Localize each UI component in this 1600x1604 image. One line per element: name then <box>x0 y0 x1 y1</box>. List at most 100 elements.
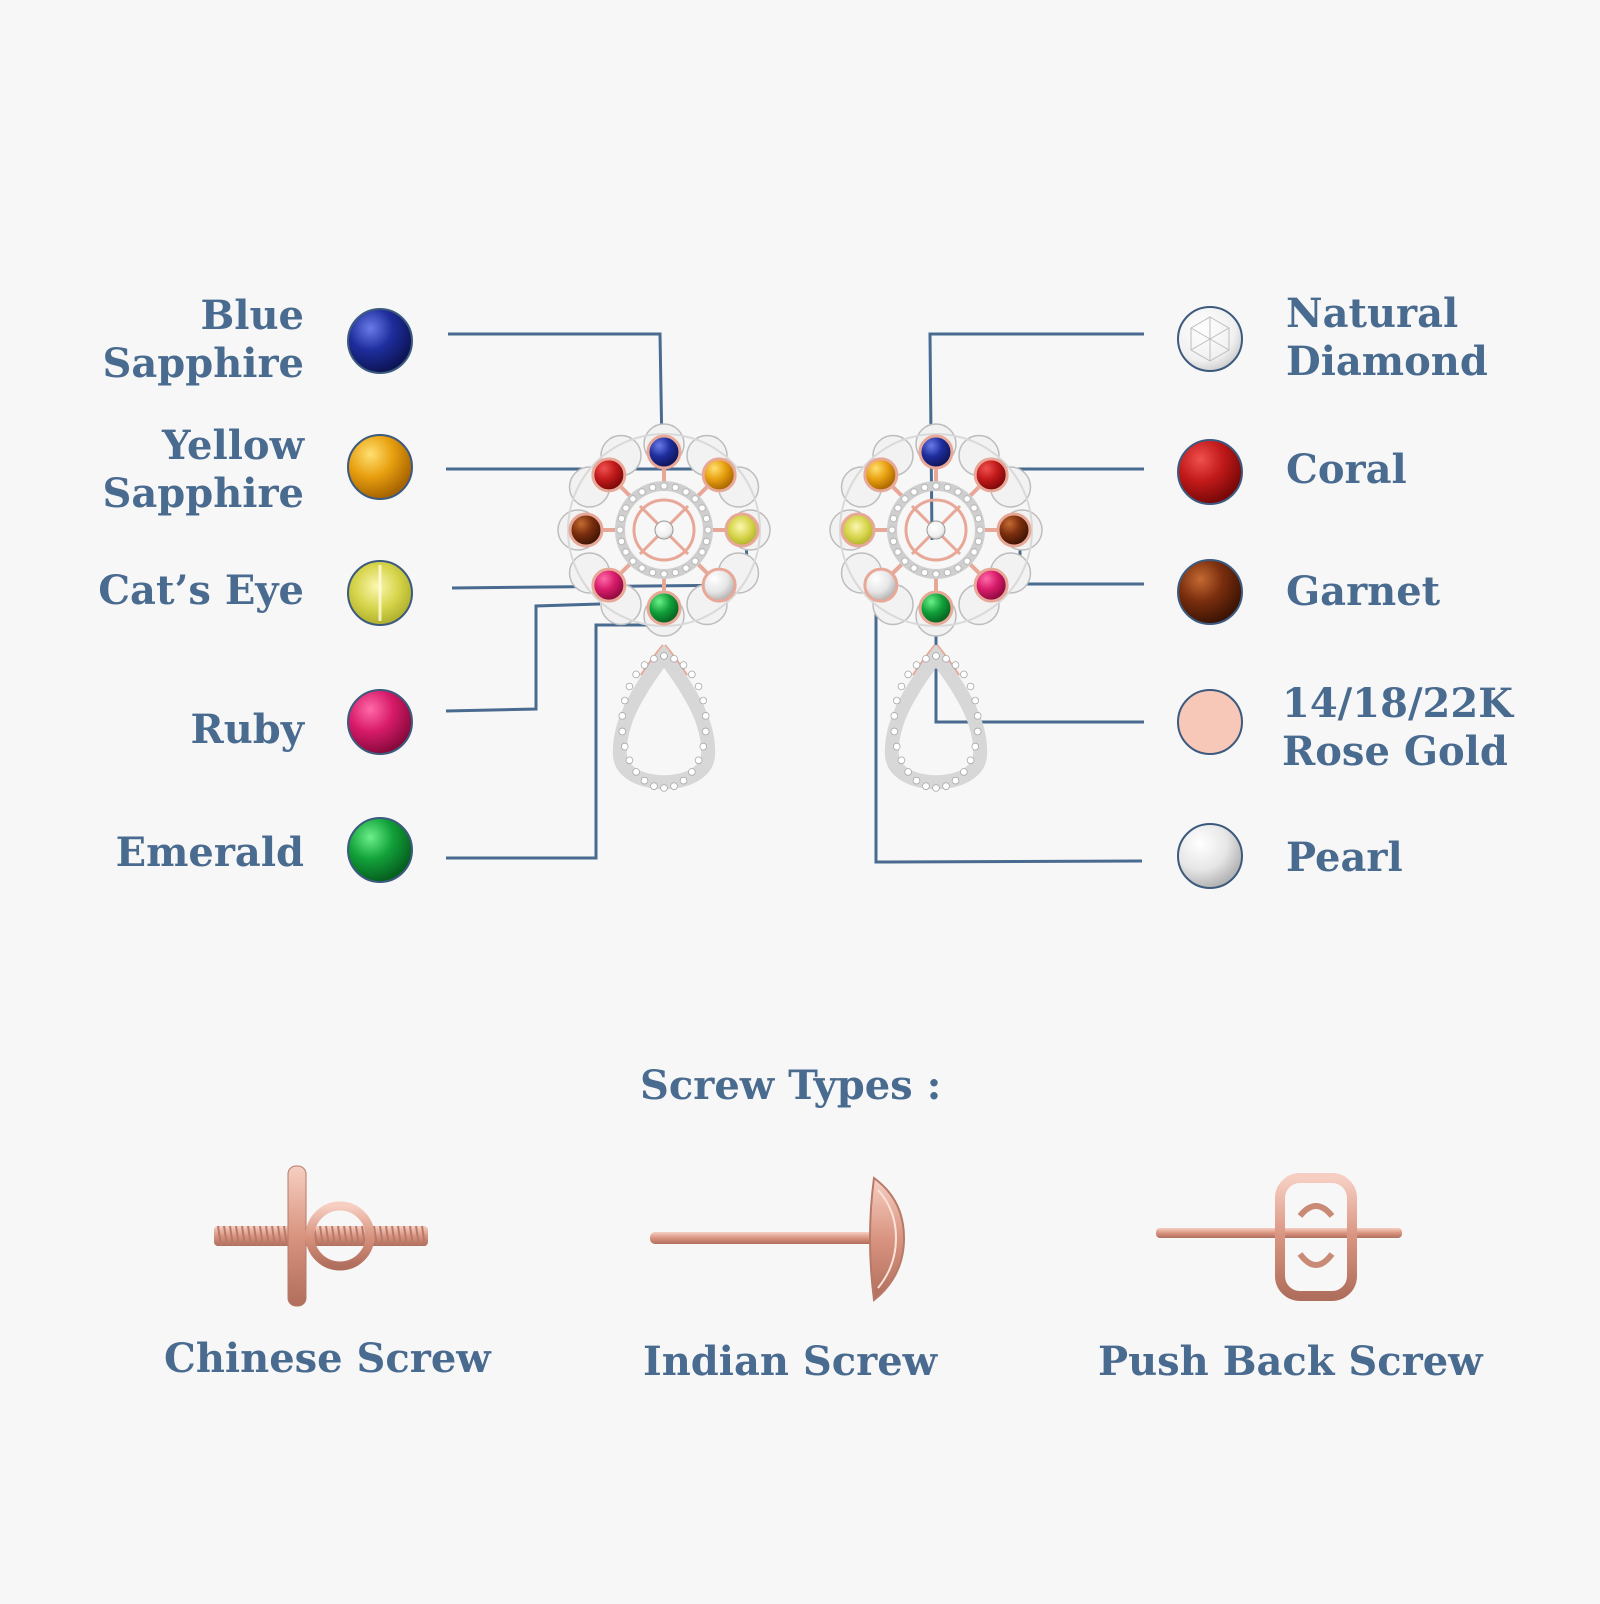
screw-thread <box>259 1225 264 1247</box>
halo-diamond <box>963 557 971 565</box>
halo-diamond <box>704 526 712 534</box>
center-ring <box>632 498 696 562</box>
halo-diamond <box>671 483 679 492</box>
drop-diamond <box>618 712 627 720</box>
right-earring-illustration <box>829 423 1043 792</box>
center-ring <box>904 498 968 562</box>
drop-diamond <box>971 742 980 751</box>
pearl-stone <box>701 567 737 603</box>
label-garnet: Garnet <box>1286 568 1440 616</box>
halo-diamond <box>943 568 951 577</box>
drop-diamond <box>650 654 658 663</box>
blue-sapphire-swatch <box>347 308 413 374</box>
drop-diamond <box>632 768 640 776</box>
emerald-stone <box>918 590 954 626</box>
drop-diamond <box>694 682 703 691</box>
label-line: Pearl <box>1286 834 1403 881</box>
drop-diamond <box>625 756 634 765</box>
drop-diamond <box>701 712 710 720</box>
screw-thread <box>379 1225 384 1247</box>
halo-diamond <box>691 495 699 503</box>
halo-diamond <box>889 515 898 523</box>
screw-thread <box>319 1225 324 1247</box>
screw-thread <box>409 1225 414 1247</box>
label-natural-diamond: Natural Diamond <box>1286 290 1488 386</box>
screw-thread <box>337 1225 342 1247</box>
drop-diamond <box>932 652 940 660</box>
halo-diamond <box>698 548 706 556</box>
label-line: Ruby <box>190 706 304 753</box>
label-ruby: Ruby <box>190 706 304 754</box>
halo-diamond <box>889 537 898 545</box>
drop-diamond <box>951 661 960 669</box>
drop-diamond <box>618 727 627 736</box>
drop-diamond <box>688 670 696 679</box>
halo-diamond <box>698 504 706 512</box>
drop-diamond <box>973 727 982 736</box>
label-pearl: Pearl <box>1286 834 1403 882</box>
label-line: Yellow <box>161 422 304 469</box>
halo-diamond <box>894 504 902 512</box>
drop-diamond <box>960 670 968 679</box>
screw-thread <box>361 1225 366 1247</box>
leader-ruby <box>445 602 601 713</box>
halo-diamond <box>932 482 940 490</box>
drop-diamond <box>904 768 912 776</box>
leader-lines <box>445 332 1144 864</box>
drop-diamond <box>679 776 688 785</box>
garnet-swatch <box>1177 559 1243 625</box>
halo-diamond <box>970 548 978 556</box>
screw-thread <box>343 1225 348 1247</box>
drop-diamond <box>922 654 930 663</box>
halo-diamond <box>910 488 918 496</box>
drop-diamond <box>699 696 708 705</box>
label-line: Coral <box>1286 446 1407 493</box>
label-line: Rose Gold <box>1282 728 1508 775</box>
label-rose-gold: 14/18/22K Rose Gold <box>1282 680 1513 776</box>
screw-thread <box>331 1225 336 1247</box>
drop-diamond <box>625 682 634 691</box>
halo-diamond <box>629 495 637 503</box>
halo-diamond <box>649 483 657 492</box>
drop-diamond <box>966 682 975 691</box>
halo-diamond <box>682 564 690 572</box>
blue-stone <box>646 434 682 470</box>
label-blue-sapphire: Blue Sapphire <box>102 292 304 388</box>
label-line: Diamond <box>1286 338 1488 385</box>
halo-diamond <box>617 537 626 545</box>
ruby-stone <box>591 567 627 603</box>
drop-diamond <box>890 712 899 720</box>
screw-thread <box>235 1225 240 1247</box>
screw-thread <box>391 1225 396 1247</box>
label-line: Sapphire <box>102 470 304 517</box>
screw-thread <box>265 1225 270 1247</box>
yellow-stone <box>701 457 737 493</box>
ruby-stone <box>973 567 1009 603</box>
halo-diamond <box>932 570 940 578</box>
drop-diamond <box>699 742 708 751</box>
halo-diamond <box>617 515 626 523</box>
emerald-stone <box>646 590 682 626</box>
left-earring-illustration <box>557 423 771 792</box>
screw-thread <box>349 1225 354 1247</box>
drop-diamond <box>942 654 950 663</box>
halo-diamond <box>629 557 637 565</box>
cat-stone <box>724 512 760 548</box>
ruby-swatch <box>347 689 413 755</box>
screw-thread <box>283 1225 288 1247</box>
rose-gold-swatch <box>1177 689 1243 755</box>
screw-thread <box>229 1225 234 1247</box>
halo-diamond <box>638 564 646 572</box>
leader-emerald <box>446 623 660 860</box>
label-line: Cat’s Eye <box>98 567 304 614</box>
pearl-stone <box>863 567 899 603</box>
label-line: 14/18/22K <box>1282 680 1513 727</box>
drop-diamond <box>942 782 950 790</box>
halo-diamond <box>660 482 668 490</box>
center-diamond <box>654 520 674 540</box>
drop-diamond <box>904 670 912 679</box>
screw-thread <box>241 1225 246 1247</box>
screw-thread <box>247 1225 252 1247</box>
halo-diamond <box>921 568 929 577</box>
center-diamond <box>926 520 946 540</box>
